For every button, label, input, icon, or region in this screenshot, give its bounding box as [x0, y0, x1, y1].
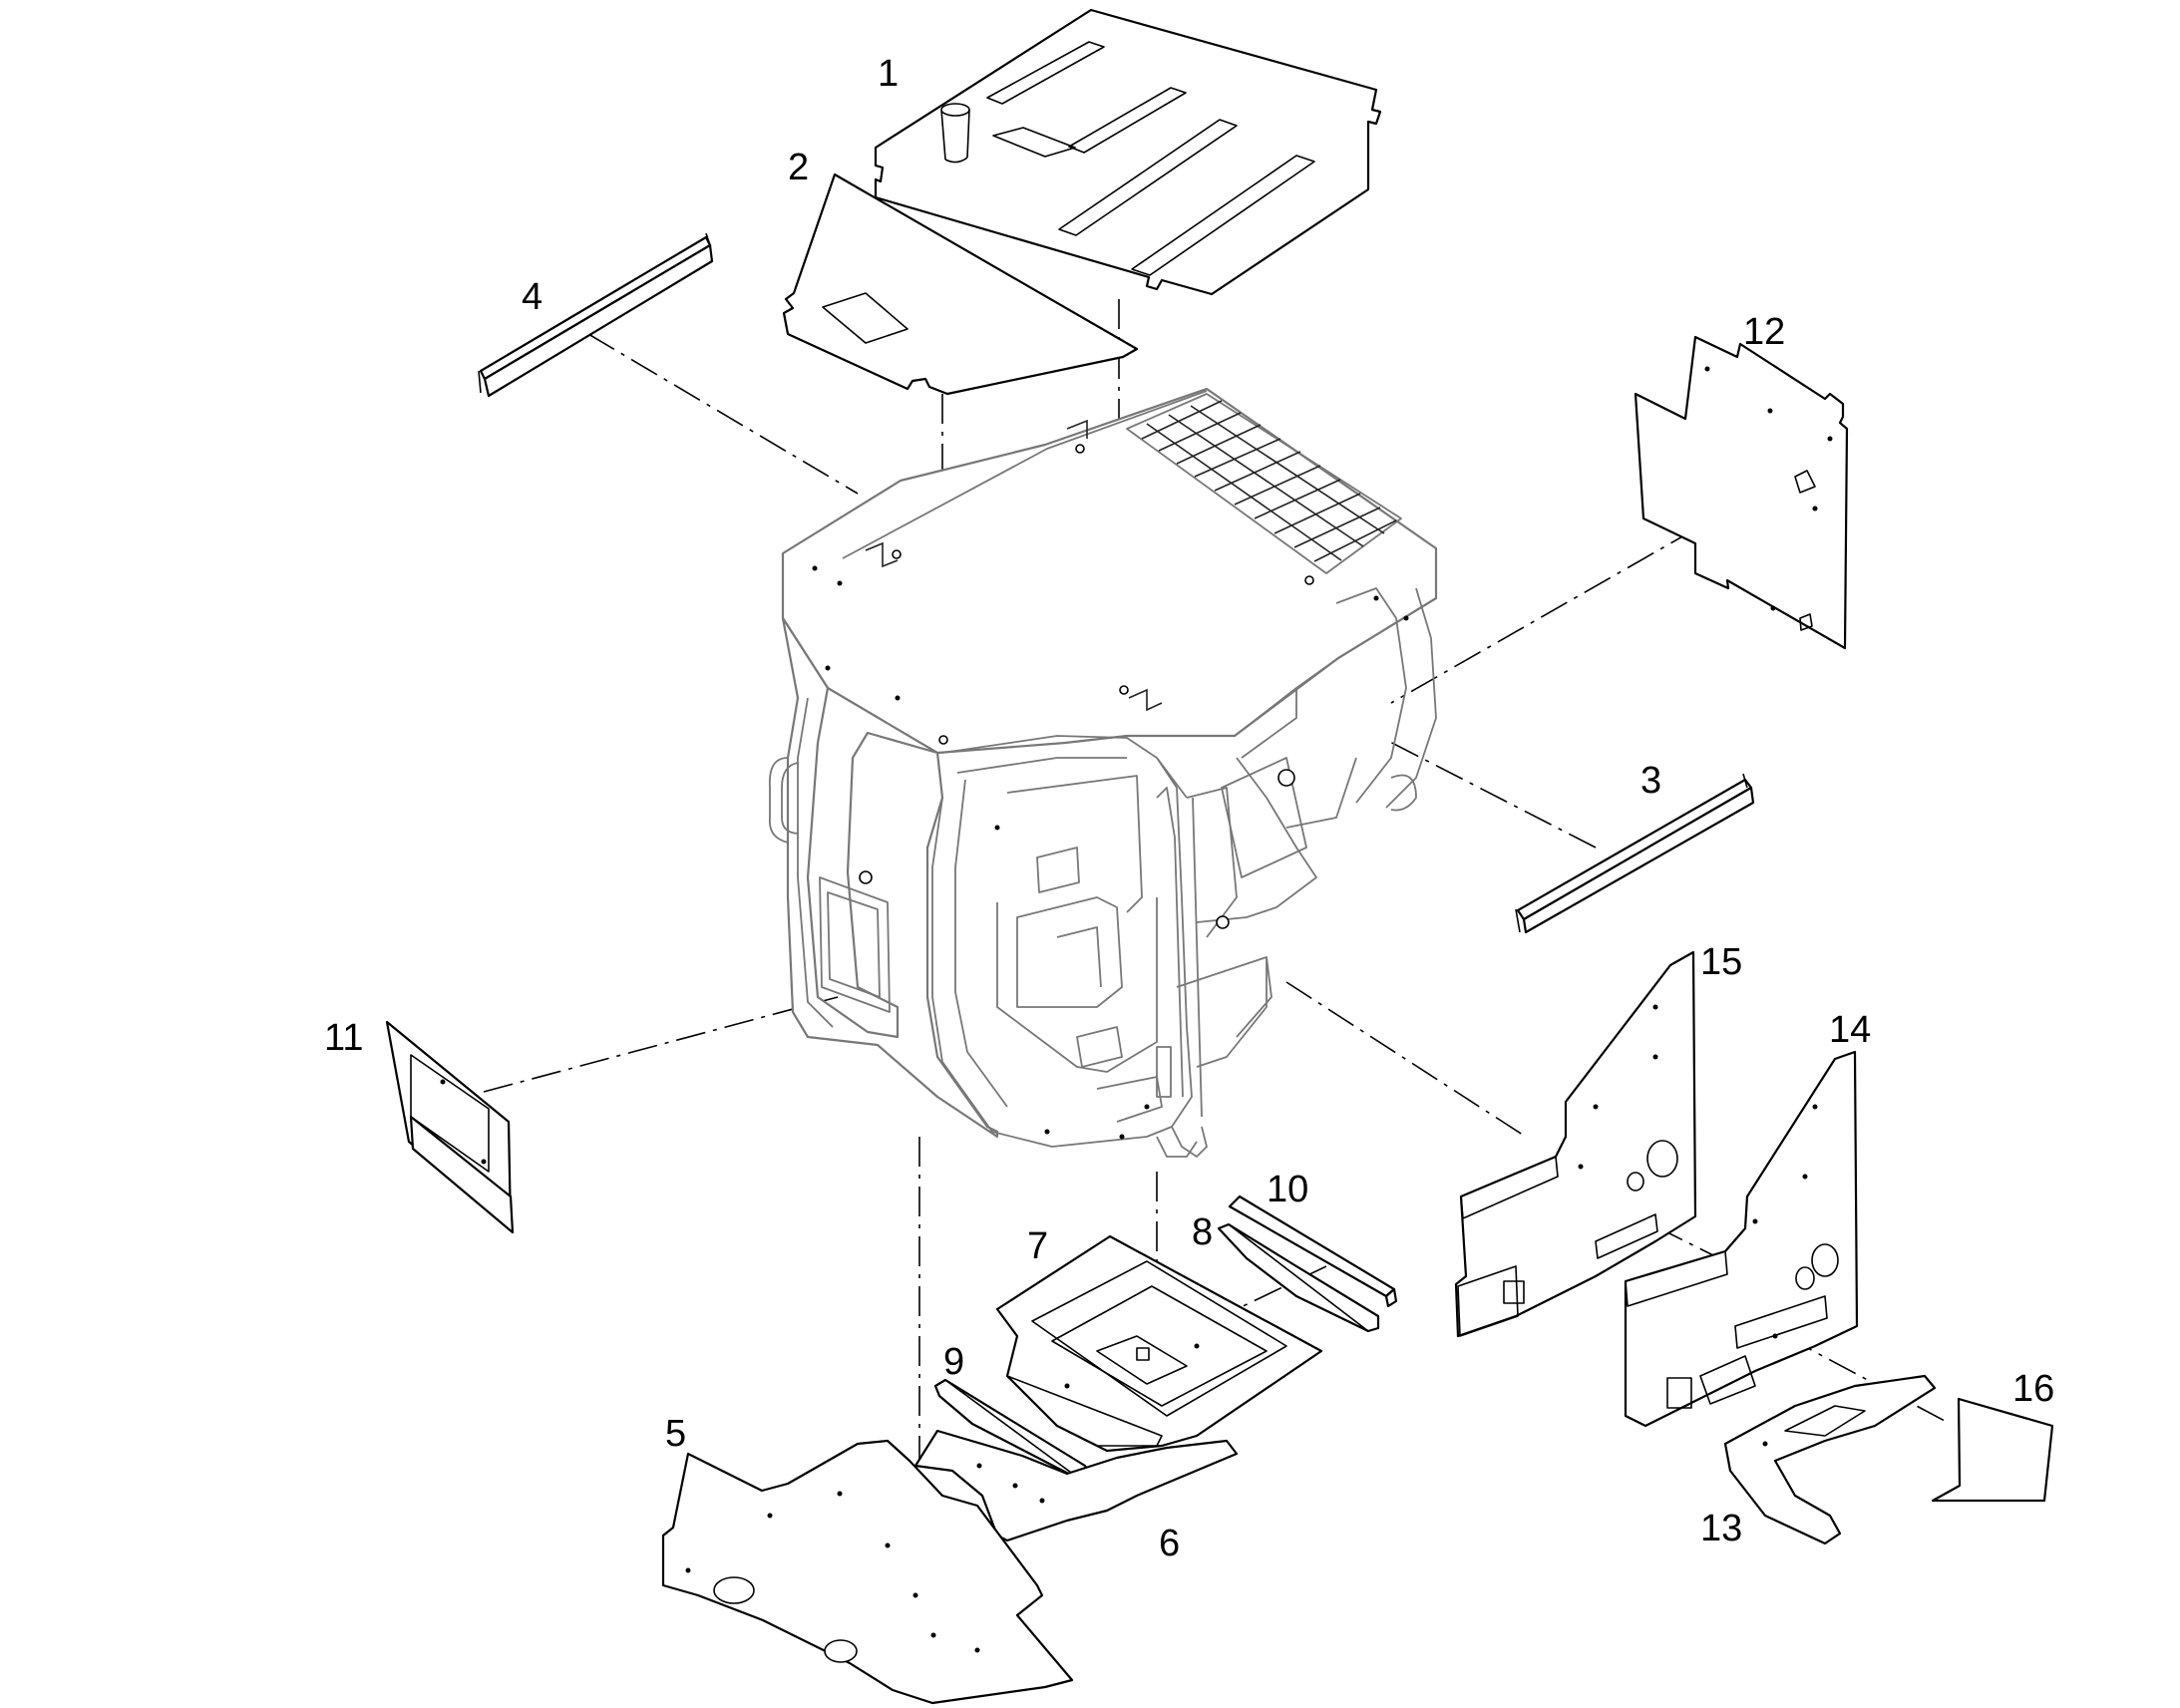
- leader-panel-16: [1784, 1335, 1946, 1422]
- side-panel-15: [1454, 950, 1697, 1338]
- trim-strip-right: [1515, 773, 1755, 934]
- floor-panel-13: [1723, 1374, 1937, 1545]
- callout-11: 11: [324, 1017, 363, 1059]
- roof-vent-pipe: [940, 103, 970, 164]
- callout-12: 12: [1743, 311, 1785, 353]
- callout-7: 7: [1027, 1225, 1048, 1267]
- callout-3: 3: [1640, 760, 1661, 802]
- callout-8: 8: [1192, 1211, 1213, 1253]
- rail-8: [1217, 1222, 1380, 1333]
- leader-panel-11: [483, 996, 839, 1093]
- panel-16: [1931, 1397, 2054, 1503]
- floor-plate-5: [661, 1439, 1074, 1705]
- trim-strip-left: [478, 232, 714, 398]
- side-panel-11: [385, 1020, 515, 1234]
- floor-mat-6: [913, 1429, 1239, 1542]
- callout-5: 5: [665, 1413, 686, 1455]
- rear-panel-12: [1634, 335, 1849, 650]
- headliner-panel: [782, 172, 1139, 396]
- leader-strip-3: [1385, 739, 1597, 849]
- leader-panel-15: [1285, 981, 1527, 1138]
- side-panel-14: [1624, 1050, 1859, 1428]
- callout-16: 16: [2012, 1368, 2054, 1410]
- leader-strip-4: [587, 333, 859, 495]
- roof-panel: [874, 8, 1382, 296]
- callout-1: 1: [878, 53, 899, 95]
- cab-frame: [768, 387, 1438, 1158]
- callout-labels: 1 2 3 4 5 6 7 8 9 10 11 12 13 14 15 16: [324, 53, 2054, 1564]
- callout-2: 2: [788, 147, 809, 188]
- callout-4: 4: [522, 276, 543, 318]
- callout-13: 13: [1700, 1508, 1742, 1549]
- roof-grille: [1126, 393, 1402, 574]
- cab-bolts: [812, 565, 1409, 1140]
- callout-9: 9: [943, 1341, 964, 1383]
- rail-10: [1228, 1195, 1398, 1308]
- callout-6: 6: [1159, 1523, 1180, 1564]
- callout-10: 10: [1267, 1169, 1308, 1210]
- callout-14: 14: [1829, 1009, 1871, 1051]
- callout-15: 15: [1700, 941, 1742, 983]
- floor-pan-7: [995, 1234, 1323, 1453]
